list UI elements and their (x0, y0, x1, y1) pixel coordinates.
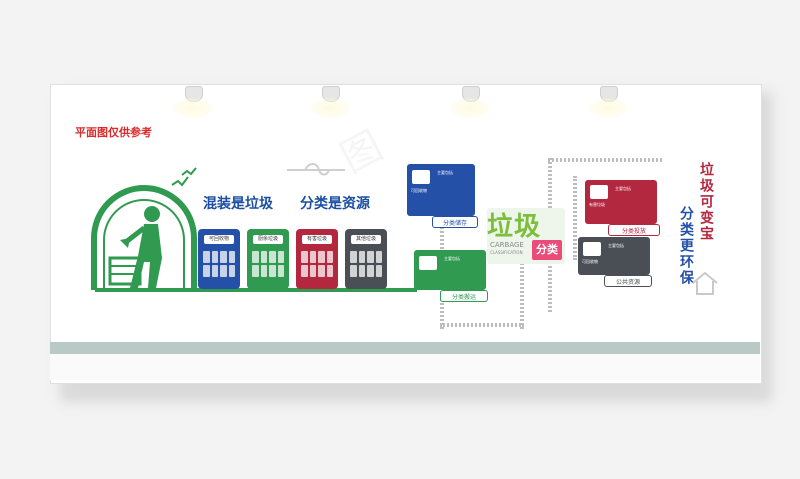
reference-note: 平面图仅供参考 (75, 126, 152, 139)
dotted-connector (520, 255, 524, 329)
card-heading: 主要包括 (437, 170, 453, 175)
card-icon-label: 可回收物 (582, 259, 598, 264)
dotted-connector (548, 158, 662, 162)
card-caption: 公共资源 (615, 279, 640, 286)
dotted-connector (440, 323, 524, 327)
bin-label: 厨余垃圾 (253, 235, 283, 244)
card-storage-caption-box: 分类储存 (432, 216, 478, 228)
title-badge: 分类 (532, 240, 562, 260)
bin-label: 其他垃圾 (351, 235, 381, 244)
bin-icons (350, 251, 382, 277)
spotlight-glow (173, 98, 213, 118)
card-transport-caption-box: 分类搬运 (440, 290, 488, 302)
spotlight-glow (310, 98, 350, 118)
title-english: CARBAGE (490, 241, 524, 249)
board-base (50, 354, 760, 380)
bin-kitchen: 厨余垃圾 (247, 229, 289, 289)
ground-line (95, 288, 417, 292)
spotlight-glow (450, 98, 490, 118)
card-caption: 分类储存 (442, 220, 467, 227)
spotlight-glow (588, 98, 628, 118)
hourglass-icon (419, 256, 437, 270)
card-heading: 主要包括 (608, 243, 624, 248)
slogan-sorted: 分类是资源 (300, 196, 370, 212)
card-shared-caption-box: 公共资源 (604, 275, 652, 287)
bin-icons (203, 251, 235, 277)
card-icon-label: 有害垃圾 (589, 202, 605, 207)
birds-icon (171, 167, 197, 187)
bin-other: 其他垃圾 (345, 229, 387, 289)
board-base-strip (50, 342, 760, 354)
bin-label: 可回收物 (204, 235, 234, 244)
card-storage: 主要包括 可回收物 (407, 164, 475, 216)
card-heading: 主要包括 (444, 256, 460, 261)
card-delivery-caption-box: 分类投放 (608, 224, 660, 236)
card-delivery: 主要包括 有害垃圾 (585, 180, 657, 224)
card-transport: 主要包括 (414, 250, 486, 290)
title-sub-english: CLASSIFICATION (490, 250, 523, 255)
recycle-icon (412, 170, 430, 184)
card-caption: 分类投放 (621, 228, 646, 235)
slogan-treasure: 垃圾可变宝 (698, 162, 714, 242)
card-heading: 主要包括 (615, 186, 631, 191)
dotted-connector (573, 176, 577, 260)
card-caption: 分类搬运 (451, 294, 476, 301)
bin-recyclable: 可回收物 (198, 229, 240, 289)
recycle-icon (583, 242, 601, 256)
house-icon (692, 271, 718, 295)
card-icon-label: 可回收物 (411, 188, 427, 193)
title-main: 垃圾 (487, 212, 542, 242)
hazard-x-icon (590, 185, 608, 199)
bin-icons (301, 251, 333, 277)
bin-icons (252, 251, 284, 277)
card-shared: 主要包括 可回收物 (578, 237, 650, 275)
branch-decoration (287, 163, 345, 176)
slogan-eco: 分类更环保 (678, 206, 694, 286)
recycle-person-icon (91, 185, 197, 290)
slogan-mixed: 混装是垃圾 (203, 196, 273, 212)
bin-hazardous: 有害垃圾 (296, 229, 338, 289)
bin-label: 有害垃圾 (302, 235, 332, 244)
